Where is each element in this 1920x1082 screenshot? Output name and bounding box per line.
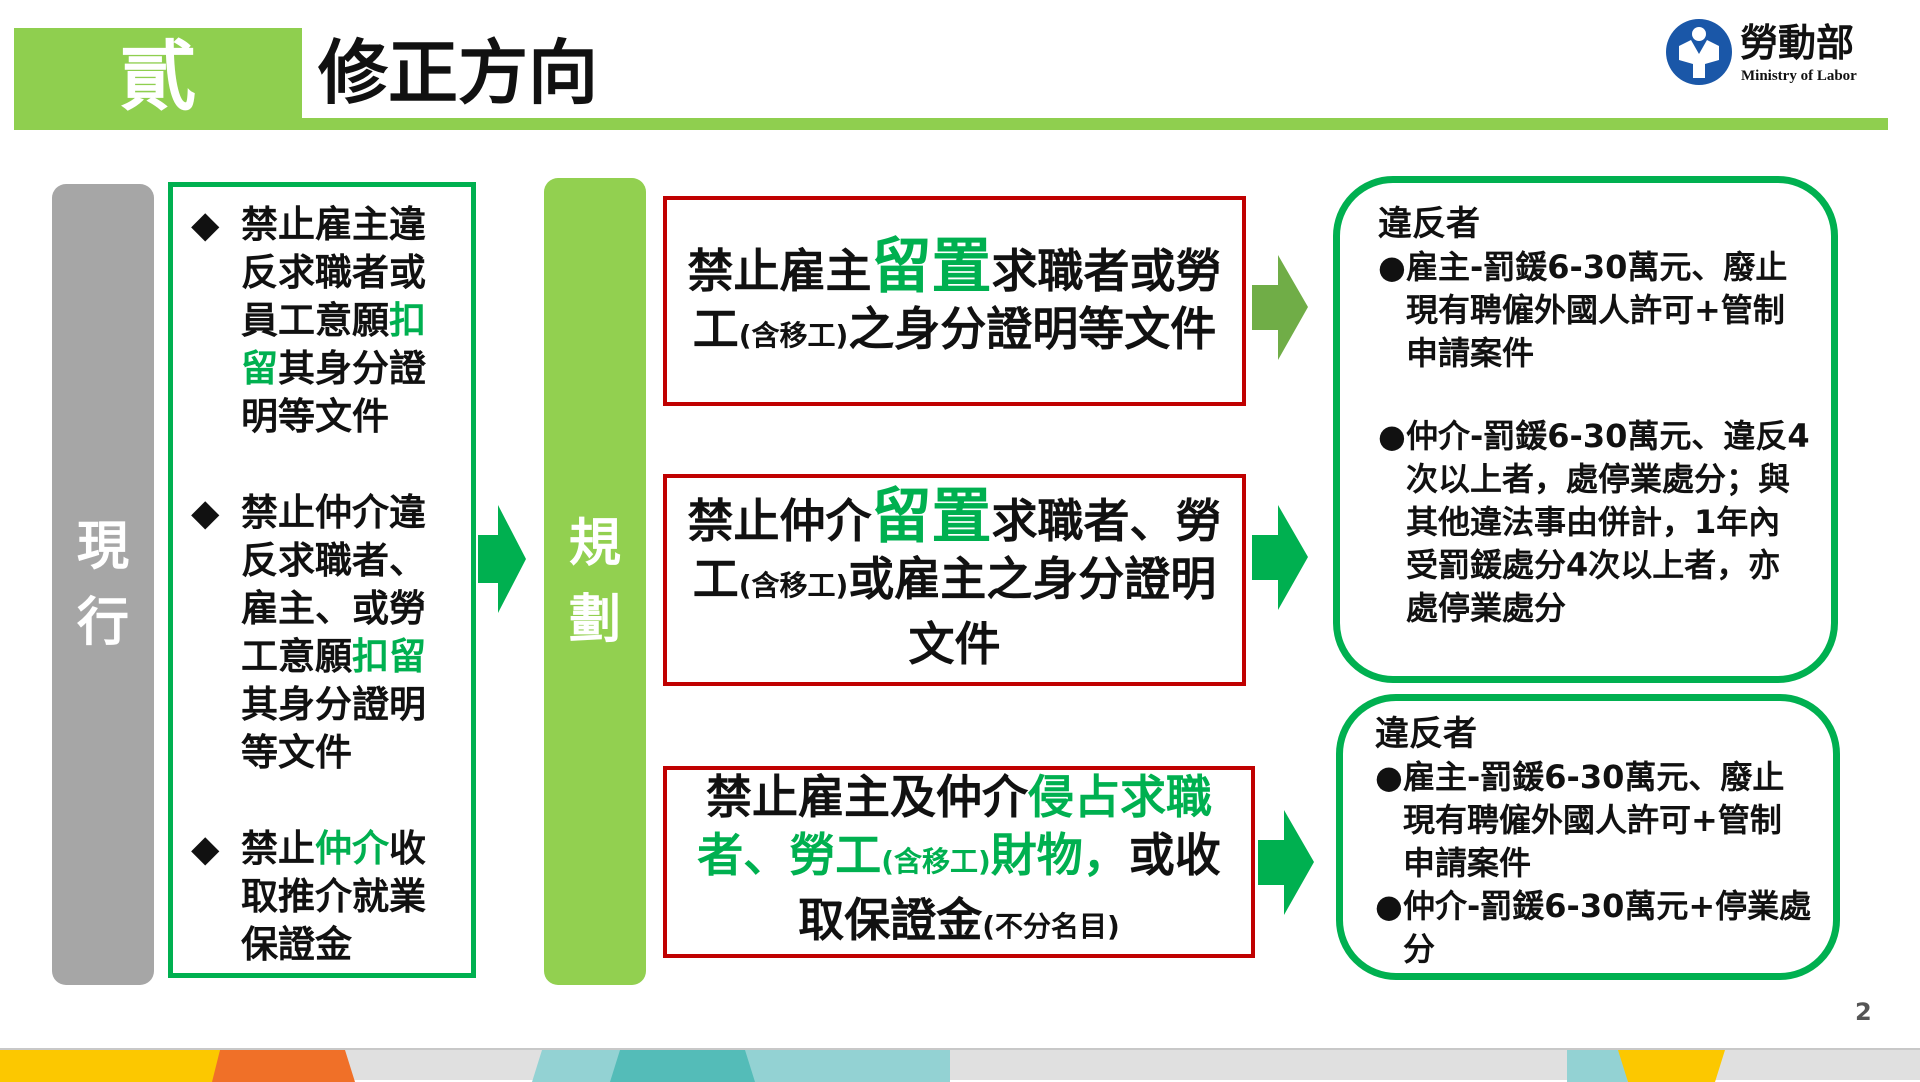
diamond-bullet-icon: ◆ [191,203,220,246]
header-rule [14,118,1888,130]
planned-label: 規劃 [544,178,646,985]
penalty-bullet: ●雇主-罰鍰6-30萬元、廢止現有聘僱外國人許可+管制申請案件 [1375,758,1785,882]
page-number: 2 [1855,998,1872,1026]
penalty-heading: 違反者 [1375,714,1477,754]
diamond-bullet-icon: ◆ [191,491,220,534]
page-title: 修正方向 [318,28,608,118]
penalty-box: 違反者 ●雇主-罰鍰6-30萬元、廢止現有聘僱外國人許可+管制申請案件 ●仲介-… [1336,694,1840,980]
current-rule-item: ◆ 禁止仲介違反求職者、雇主、或勞工意願扣留其身分證明等文件 [191,489,461,777]
ministry-logo: 勞動部 Ministry of Labor [1665,14,1905,89]
rule-box-agency-retain: 禁止仲介留置求職者、勞工(含移工)或雇主之身分證明文件 [663,474,1246,686]
diamond-bullet-icon: ◆ [191,827,220,870]
penalty-bullet: ●仲介-罰鍰6-30萬元+停業處分 [1375,887,1812,968]
section-number: 貳 [120,32,196,121]
logo-english: Ministry of Labor [1741,68,1857,84]
rule-box-employer-retain: 禁止雇主留置求職者或勞工(含移工)之身分證明等文件 [663,196,1246,406]
penalty-heading: 違反者 [1378,204,1480,244]
rule-box-property: 禁止雇主及仲介侵占求職者、勞工(含移工)財物，或收取保證金(不分名目) [663,766,1255,958]
logo-chinese: 勞動部 [1740,20,1854,65]
arrow-right-icon [1258,810,1314,915]
current-rule-item: ◆ 禁止雇主違反求職者或員工意願扣留其身分證明等文件 [191,201,461,441]
arrow-right-icon [1252,505,1308,610]
current-rule-item: ◆ 禁止仲介收取推介就業保證金 [191,825,461,969]
arrow-right-icon [478,505,526,613]
penalty-box: 違反者 ●雇主-罰鍰6-30萬元、廢止現有聘僱外國人許可+管制申請案件 ●仲介-… [1333,176,1838,683]
section-block [14,28,302,125]
penalty-bullet: ●雇主-罰鍰6-30萬元、廢止現有聘僱外國人許可+管制申請案件 [1378,248,1788,372]
footer-stripe [0,1048,1920,1082]
current-label: 現行 [52,184,154,985]
arrow-right-icon [1252,255,1308,360]
current-rules-box: ◆ 禁止雇主違反求職者或員工意願扣留其身分證明等文件 ◆ 禁止仲介違反求職者、雇… [168,182,476,978]
penalty-bullet: ●仲介-罰鍰6-30萬元、違反4次以上者，處停業處分；與其他違法事由併計，1年內… [1378,417,1810,627]
